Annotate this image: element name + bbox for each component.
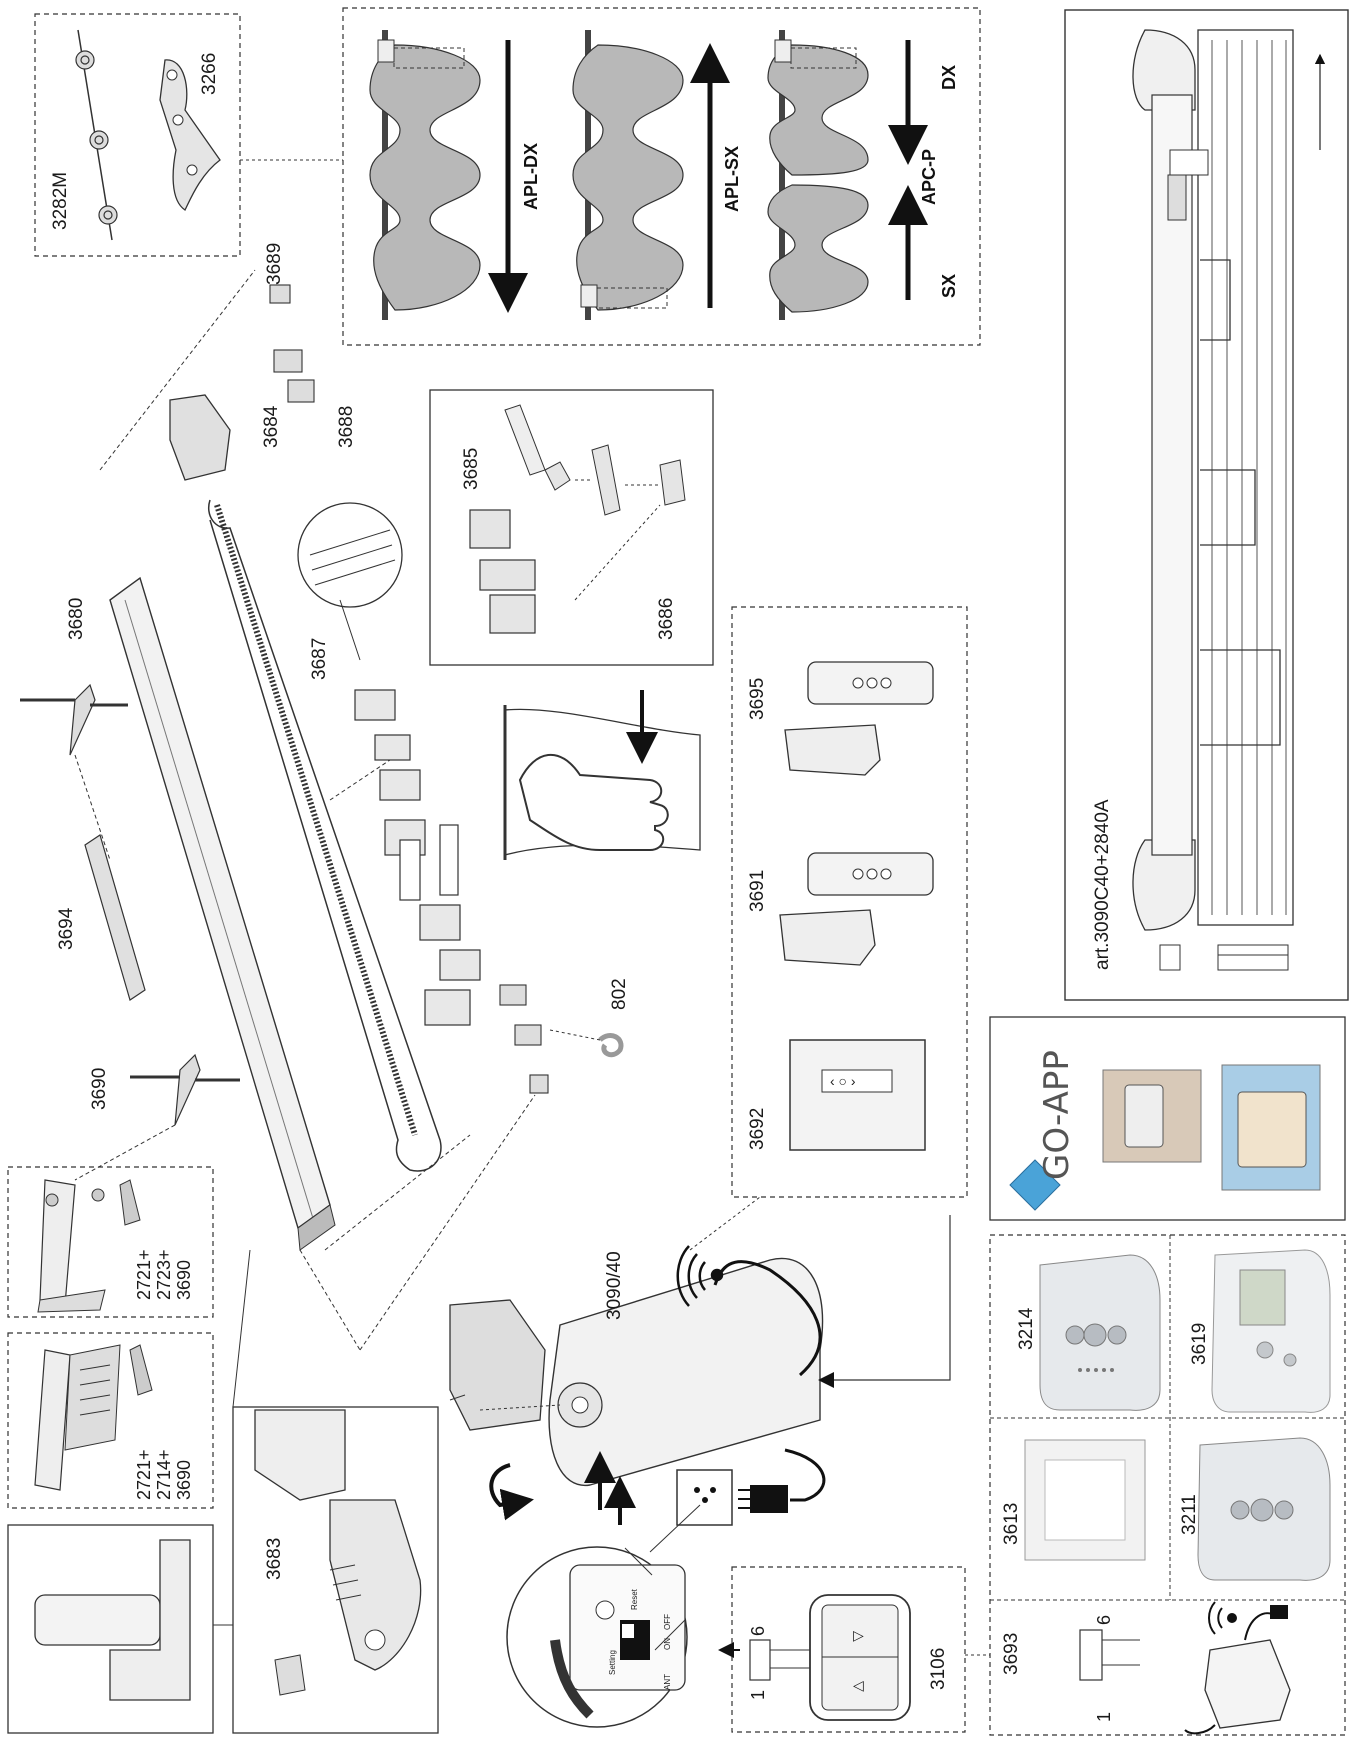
label-3687: 3687: [309, 638, 330, 680]
go-app-logo-icon: [1009, 1159, 1061, 1211]
label-802: 802: [609, 978, 630, 1010]
gear-head: [449, 1299, 546, 1431]
panel-label-reset: Reset: [630, 1588, 639, 1610]
label-3690-b: 3690: [174, 1460, 194, 1500]
label-3282M: 3282M: [50, 172, 71, 230]
go-app-title: GO-APP: [1037, 1050, 1077, 1180]
rj-connector: [749, 1639, 771, 1681]
curtain-panel-apl-sx: [572, 30, 730, 320]
hook-802: [598, 1033, 624, 1058]
label-article: art.3090C40+2840A: [1092, 799, 1113, 970]
label-3692: 3692: [747, 1108, 768, 1150]
label-3690: 3690: [89, 1068, 110, 1110]
box-bracket-2723: [7, 1166, 214, 1318]
box-bracket-2714: [7, 1332, 214, 1509]
label-apl-dx: APL-DX: [521, 143, 541, 210]
label-3690-a: 3690: [174, 1260, 194, 1300]
box-opening-modes: APL-DX APL-SX DX APC-P SX: [342, 7, 981, 346]
wall-holder-3695: [784, 724, 881, 776]
panel-label-off: OFF: [663, 1614, 672, 1630]
rotation-arrow: [489, 1463, 534, 1521]
box-go-app: [989, 1016, 1346, 1221]
power-cable: [784, 1448, 826, 1502]
label-apc-p: APC-P: [919, 149, 939, 205]
wall-holder-3691: [779, 909, 876, 966]
rail-profile: [1151, 94, 1193, 856]
panel-label-on: ON: [663, 1638, 672, 1650]
label-2721-a: 2721+: [134, 1249, 154, 1300]
chain-gliders: [75, 50, 118, 225]
label-3680: 3680: [66, 598, 87, 640]
label-3691: 3691: [747, 870, 768, 912]
profile-section-icon: [1159, 944, 1289, 971]
brackets-3690: [20, 683, 240, 1126]
touch-motion-icon: [503, 690, 701, 860]
label-3688: 3688: [336, 406, 357, 448]
motor-3090-40: [548, 1257, 824, 1487]
label-dx: DX: [939, 65, 959, 90]
label-3106: 3106: [928, 1648, 949, 1690]
label-2714: 2714+: [154, 1449, 174, 1500]
label-3685: 3685: [461, 448, 482, 490]
label-3684: 3684: [261, 405, 282, 448]
label-3613: 3613: [1001, 1503, 1022, 1545]
label-3683: 3683: [264, 1538, 285, 1580]
label-3211: 3211: [1179, 1494, 1200, 1535]
pin-label-6b: 6: [1094, 1615, 1114, 1625]
svg-text:▷: ▷: [853, 1627, 864, 1643]
curtain-folds-box: [1197, 29, 1294, 926]
box-glider-chain: [34, 13, 241, 257]
box-track-assembly: [1064, 9, 1349, 1001]
label-3689: 3689: [264, 243, 285, 285]
box-remotes: ‹ ○ ›: [731, 606, 968, 1198]
antenna-cable: [713, 1260, 822, 1377]
pin-label-6a: 6: [748, 1626, 768, 1636]
label-sx: SX: [939, 274, 959, 298]
pin-label-1b: 1: [1094, 1712, 1114, 1722]
label-3693: 3693: [1001, 1633, 1022, 1675]
label-3686: 3686: [656, 598, 677, 640]
receiver-wireless-icon: [1208, 1601, 1237, 1635]
label-3266: 3266: [199, 53, 220, 95]
box-3683-detail: [232, 1249, 439, 1734]
end-cap-bottom: [1132, 839, 1196, 931]
svg-text:‹ ○ ›: ‹ ○ ›: [830, 1073, 856, 1089]
main-rail-assembly: [20, 269, 624, 1351]
pin-label-1a: 1: [748, 1690, 768, 1700]
label-3694: 3694: [56, 907, 77, 950]
box-remote-grid: [989, 1234, 1346, 1736]
end-cap-3684: [169, 394, 231, 481]
box-corner-detail: [7, 1524, 233, 1734]
master-carriers: [354, 689, 481, 1026]
motor-assembly: [449, 1196, 951, 1526]
motor-end-detail: [506, 1504, 701, 1728]
gliders-3688: [269, 284, 549, 1094]
plate-3694: [84, 834, 146, 1001]
wireless-signal-icon: [676, 1245, 724, 1307]
label-2723: 2723+: [154, 1249, 174, 1300]
curtain-panel-apc-p: [767, 30, 928, 320]
belt-detail-circle: [297, 502, 403, 608]
rj-connector-3693: [1079, 1629, 1103, 1681]
curtain-panel-apl-dx: [369, 30, 528, 320]
box-carrier-detail: [429, 389, 714, 666]
svg-text:◁: ◁: [853, 1677, 864, 1693]
bracket-3266: [159, 59, 221, 211]
label-apl-sx: APL-SX: [722, 146, 742, 212]
label-3619: 3619: [1189, 1323, 1210, 1365]
panel-label-ant: ANT: [663, 1674, 672, 1690]
wall-switch-3692: [789, 1039, 926, 1151]
rail-3680: [109, 576, 331, 1230]
panel-label-setting: Setting: [608, 1650, 617, 1675]
label-2721-b: 2721+: [134, 1449, 154, 1500]
receiver-3693: [1204, 1639, 1291, 1729]
belt-3687: [208, 499, 442, 1172]
label-3090-40: 3090/40: [604, 1251, 625, 1320]
label-3695: 3695: [747, 678, 768, 720]
box-3106: ▷ ◁: [718, 1566, 966, 1733]
label-3214: 3214: [1016, 1307, 1037, 1350]
